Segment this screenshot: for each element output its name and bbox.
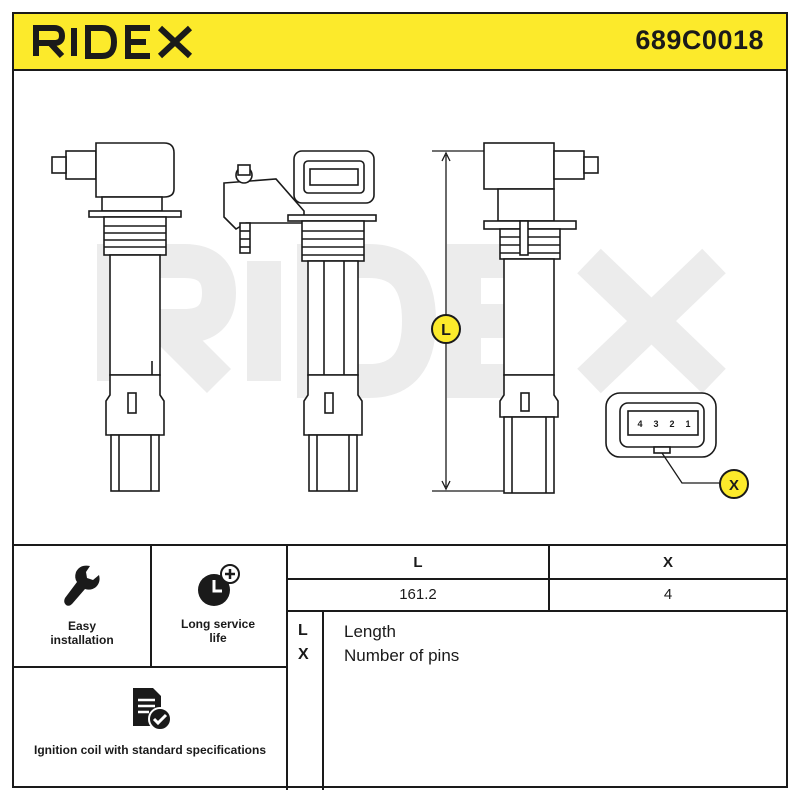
feature-easy-installation: Easy installation <box>14 562 150 647</box>
brand-logo <box>32 22 202 67</box>
feature-label: Easy installation <box>50 619 114 647</box>
feature-standard-specifications: Ignition coil with standard specificatio… <box>14 686 286 757</box>
feature-label: Long service life <box>180 617 256 645</box>
connector-pin-4: 4 <box>637 419 642 429</box>
wrench-icon <box>64 565 100 606</box>
dimension-L-marker: L <box>441 322 451 339</box>
product-sheet: 689C0018 <box>12 12 788 790</box>
connector-pin-3: 3 <box>653 419 658 429</box>
coil-front-view <box>51 142 182 492</box>
table-header-X: X <box>662 554 673 571</box>
feature-divider <box>150 546 152 666</box>
header-bar: 689C0018 <box>14 14 786 71</box>
clock-plus-icon <box>198 564 240 606</box>
document-check-icon <box>133 688 172 731</box>
connector-detail <box>605 392 717 458</box>
panel-divider <box>286 546 288 790</box>
coil-rear-view <box>483 142 599 494</box>
watermark-logo <box>97 244 726 398</box>
legend-key-L: L <box>298 622 308 639</box>
connector-pin-1: 1 <box>685 419 690 429</box>
table-header-L: L <box>413 554 423 571</box>
table-value-X: 4 <box>663 586 673 603</box>
feature-row-divider <box>14 666 286 668</box>
table-value-L: 161.2 <box>399 586 437 603</box>
table-body-divider <box>286 610 786 612</box>
connector-pin-2: 2 <box>669 419 674 429</box>
feature-long-service-life: Long service life <box>150 562 286 645</box>
legend-desc-length: Length <box>344 622 396 641</box>
dimension-X-marker: X <box>729 477 739 494</box>
coil-side-view <box>223 150 377 492</box>
technical-drawing: 4 3 2 1 L X <box>14 71 786 544</box>
legend-divider <box>322 610 324 790</box>
feature-label: Ignition coil with standard specificatio… <box>33 743 267 757</box>
legend-key-X: X <box>298 646 309 663</box>
info-panel: Easy installation Long service life Igni… <box>14 544 786 790</box>
table-header-divider <box>286 578 786 580</box>
table-column-divider <box>548 546 550 610</box>
part-number: 689C0018 <box>635 25 764 55</box>
dimension-X-leader <box>661 452 720 484</box>
legend-desc-pins: Number of pins <box>344 646 460 665</box>
